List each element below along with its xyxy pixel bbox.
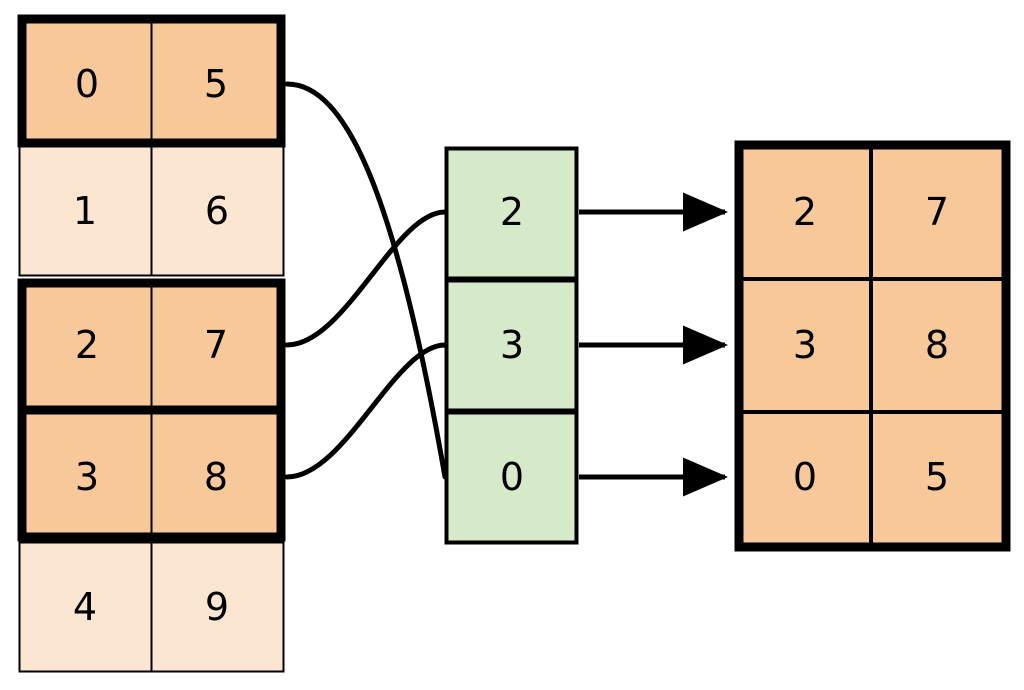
index-cell-0: 2 [500,190,524,234]
curve-source-row3-to-index-row1 [284,342,448,480]
source-row-4[interactable]: 4 9 [18,541,285,673]
result-cell-2-1: 5 [925,455,949,499]
source-row-2[interactable]: 2 7 [22,283,281,407]
source-row-3[interactable]: 3 8 [22,413,281,537]
curve-source-row0-to-index-row2 [284,81,448,480]
source-array: 0 5 1 6 2 7 3 8 [17,14,286,673]
result-row-0[interactable]: 2 7 [793,190,949,234]
curve-connectors [284,81,448,480]
index-vector: 2 3 0 [444,146,579,545]
source-highlight-block-outline [17,278,286,542]
result-cell-1-1: 8 [925,323,949,367]
source-cell-1-1: 6 [205,189,229,233]
source-cell-4-1: 9 [205,585,229,629]
source-cell-4-0: 4 [73,585,97,629]
result-array: 2 7 3 8 0 5 [734,140,1011,552]
index-cell-1: 3 [500,323,524,367]
result-cell-0-0: 2 [793,190,817,234]
arrow-connectors [579,192,729,497]
index-row-2[interactable]: 0 [444,410,579,545]
result-cell-2-0: 0 [793,455,817,499]
curve-source-row2-to-index-row0 [284,209,448,348]
source-cell-1-0: 1 [73,189,97,233]
source-cell-0-1: 5 [204,62,228,106]
result-row-2[interactable]: 0 5 [793,455,949,499]
source-cell-2-1: 7 [204,323,228,367]
index-row-0[interactable]: 2 [444,146,579,281]
source-cell-0-0: 0 [75,62,99,106]
source-cell-3-1: 8 [204,455,228,499]
source-cell-3-0: 3 [75,455,99,499]
source-row-0[interactable]: 0 5 [17,14,286,148]
result-row-1[interactable]: 3 8 [793,323,949,367]
index-cell-2: 0 [500,455,524,499]
result-cell-0-1: 7 [925,190,949,234]
source-row-1[interactable]: 1 6 [18,145,285,277]
source-cell-2-0: 2 [75,323,99,367]
result-cell-1-0: 3 [793,323,817,367]
